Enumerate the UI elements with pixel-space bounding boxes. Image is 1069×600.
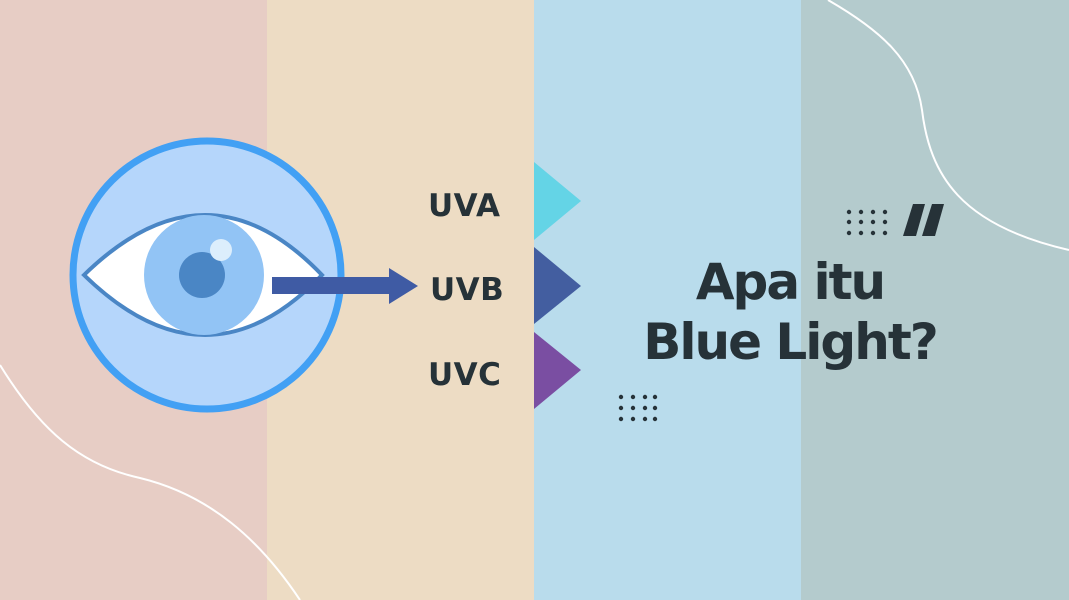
title-line-1: Apa itu [695, 253, 886, 311]
arrow-right-icon [272, 268, 418, 304]
triangle-right-icon [534, 162, 581, 240]
page-title: Apa itu Blue Light? [610, 252, 970, 372]
background-stripe-lightblue [534, 0, 801, 600]
triangle-right-icon [534, 332, 581, 409]
uva-label: UVA [428, 188, 501, 224]
triangle-right-icon [534, 247, 581, 324]
uvc-label: UVC [428, 357, 502, 393]
uvb-label: UVB [430, 272, 505, 308]
slash-mark-icon [903, 204, 944, 236]
title-line-2: Blue Light? [643, 313, 938, 371]
background-stripe-grey [801, 0, 1069, 600]
